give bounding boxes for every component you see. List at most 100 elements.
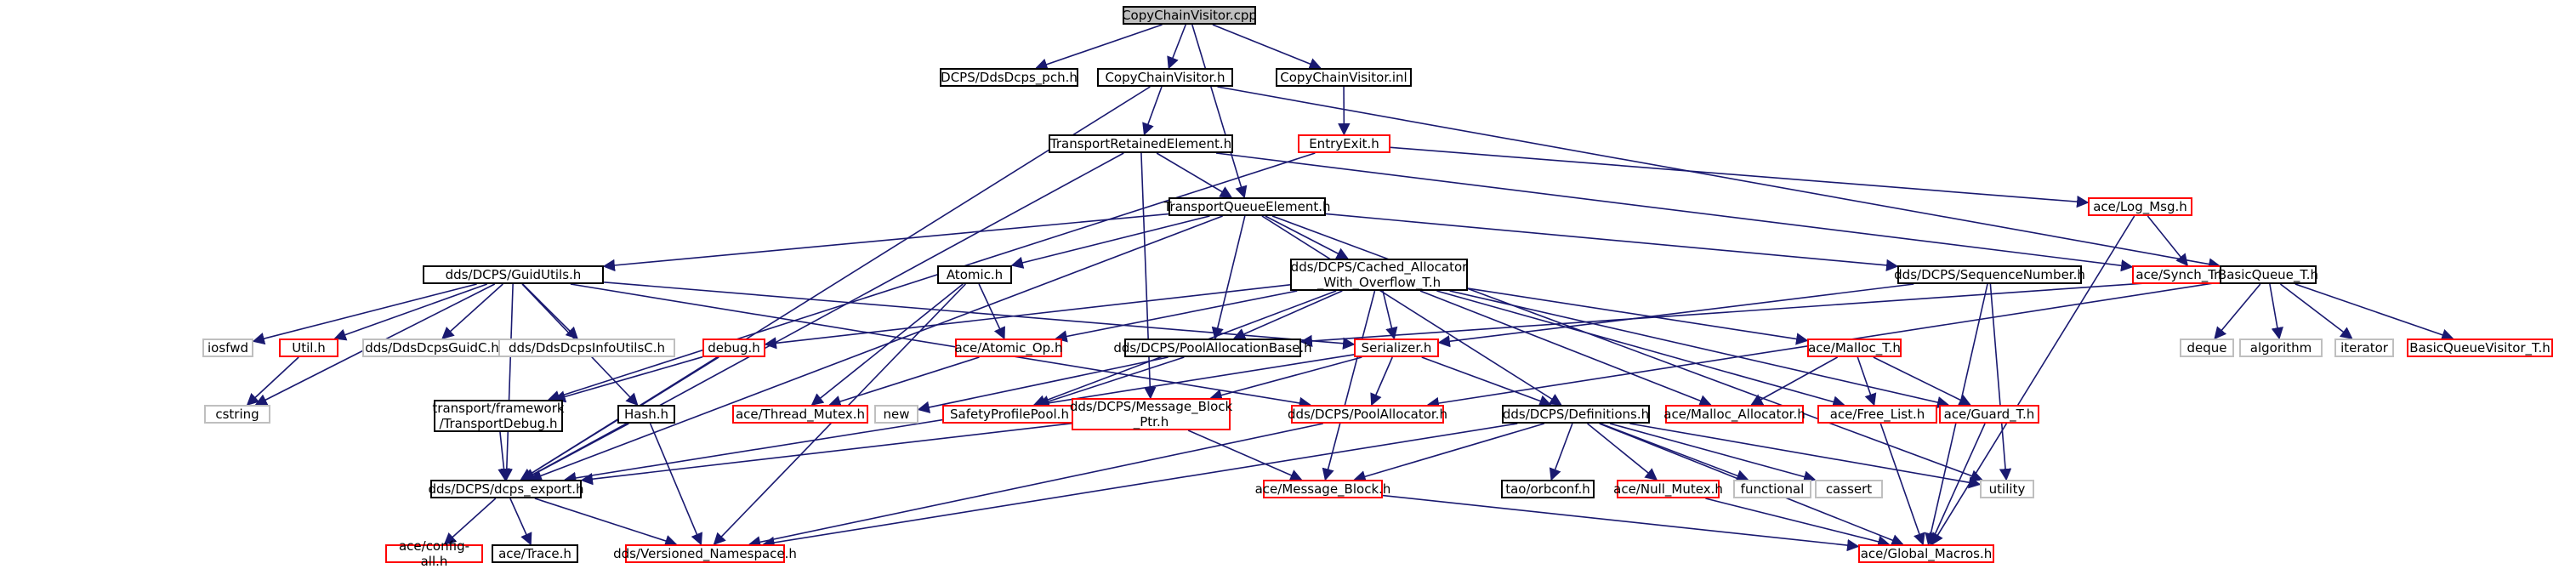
graph-node-dds-dcps-guidutils-h[interactable]: dds/DCPS/GuidUtils.h [423,265,604,284]
graph-node-ace-message-block-h[interactable]: ace/Message_Block.h [1263,480,1383,498]
edge-dds-dcps-message-block-ptr-h-to-ace-message-block-h [1188,430,1301,480]
graph-node-dds-dcps-dcps-export-h[interactable]: dds/DCPS/dcps_export.h [430,480,582,498]
edge-ace-free-list-h-to-ace-global-macros-h [1880,424,1923,544]
graph-node-transport-framework-transportdebug-h[interactable]: transport/framework /TransportDebug.h [434,400,563,432]
graph-node-cassert: cassert [1815,480,1883,498]
edge-basicqueue-t-h-to-iterator [2280,284,2351,339]
graph-node-ace-malloc-t-h[interactable]: ace/Malloc_T.h [1807,339,1902,357]
edge-basicqueue-t-h-to-deque [2215,284,2260,339]
graph-node-ace-thread-mutex-h[interactable]: ace/Thread_Mutex.h [732,405,868,424]
graph-node-copychainvisitor-inl[interactable]: CopyChainVisitor.inl [1276,68,1412,87]
edge-ace-malloc-t-h-to-ace-guard-t-h [1874,357,1970,405]
graph-node-ace-config-all-h[interactable]: ace/config-all.h [385,544,483,563]
edge-transportretainedelement-h-to-transportqueueelement-h [1157,153,1231,197]
edge-dds-dcps-cached-allocator-with-overflow-t-h-to-dds-dcps-poolallocationbase-h [1234,291,1342,339]
graph-node-dcps-ddsdcps-pch-h[interactable]: DCPS/DdsDcps_pch.h [940,68,1078,87]
graph-node-dds-dcps-poolallocator-h[interactable]: dds/DCPS/PoolAllocator.h [1291,405,1444,424]
graph-node-dds-ddsdcpsinfoutilsc-h: dds/DdsDcpsInfoUtilsC.h [498,339,675,357]
edge-transportqueueelement-h-to-dds-dcps-cached-allocator-with-overflow-t-h [1265,216,1348,259]
graph-node-ace-atomic-op-h[interactable]: ace/Atomic_Op.h [955,339,1062,357]
edge-dds-dcps-cached-allocator-with-overflow-t-h-to-ace-message-block-h [1325,291,1374,480]
edge-dds-dcps-dcps-export-h-to-ace-config-all-h [445,498,496,544]
edge-entryexit-h-to-ace-log-msg-h [1390,147,2088,202]
graph-node-cstring: cstring [204,405,270,424]
edge-ace-log-msg-h-to-ace-synch-traits-h [2147,216,2187,265]
graph-node-ace-malloc-allocator-h[interactable]: ace/Malloc_Allocator.h [1665,405,1804,424]
graph-node-new: new [874,405,918,424]
graph-node-ace-guard-t-h[interactable]: ace/Guard_T.h [1939,405,2039,424]
edge-copychainvisitor-h-to-basicqueue-t-h [1217,87,2220,266]
edge-ace-malloc-t-h-to-ace-free-list-h [1857,357,1874,405]
edge-dds-dcps-sequencenumber-h-to-serializer-h [1439,284,1914,343]
graph-node-dds-versioned-namespace-h[interactable]: dds/Versioned_Namespace.h [625,544,785,563]
edge-transport-framework-transportdebug-h-to-dds-dcps-dcps-export-h [500,432,505,480]
edge-dds-dcps-definitions-h-to-tao-orbconf-h [1551,424,1572,480]
edge-serializer-h-to-dds-dcps-definitions-h [1422,357,1550,405]
edge-dds-dcps-definitions-h-to-utility [1629,424,1980,484]
graph-node-serializer-h[interactable]: Serializer.h [1354,339,1439,357]
edge-dds-dcps-definitions-h-to-cassert [1610,424,1815,480]
graph-node-dds-ddsdcpsguidc-h: dds/DdsDcpsGuidC.h [362,339,502,357]
graph-node-functional: functional [1733,480,1811,498]
edge-dds-dcps-dcps-export-h-to-ace-trace-h [510,498,531,544]
edge-transportqueueelement-h-to-dds-dcps-poolallocationbase-h [1215,216,1245,339]
edge-atomic-h-to-ace-atomic-op-h [979,284,1004,339]
edge-copychainvisitor-cpp-to-copychainvisitor-inl [1213,25,1321,68]
graph-node-basicqueuevisitor-t-h[interactable]: BasicQueueVisitor_T.h [2407,339,2553,357]
graph-node-dds-dcps-cached-allocator-with-overflow-t-h[interactable]: dds/DCPS/Cached_Allocator _With_Overflow… [1290,259,1468,291]
graph-node-deque: deque [2180,339,2234,357]
graph-node-ace-trace-h[interactable]: ace/Trace.h [492,544,578,563]
edge-transportqueueelement-h-to-dds-dcps-guidutils-h [604,214,1169,267]
graph-node-ace-log-msg-h[interactable]: ace/Log_Msg.h [2088,197,2192,216]
edge-debug-h-to-transport-framework-transportdebug-h [554,357,702,400]
edge-copychainvisitor-h-to-transportretainedelement-h [1145,87,1162,134]
graph-node-debug-h[interactable]: debug.h [702,339,765,357]
graph-node-dds-dcps-poolallocationbase-h[interactable]: dds/DCPS/PoolAllocationBase.h [1124,339,1301,357]
edge-ace-null-mutex-h-to-ace-global-macros-h [1705,498,1889,544]
edge-transportqueueelement-h-to-dds-dcps-definitions-h [1262,216,1561,405]
edge-dds-dcps-poolallocator-h-to-dds-versioned-namespace-h [749,424,1323,544]
edge-dds-dcps-definitions-h-to-dds-versioned-namespace-h [764,424,1518,544]
graph-node-safetyprofilepool-h[interactable]: SafetyProfilePool.h [942,405,1077,424]
edge-basicqueue-t-h-to-algorithm [2270,284,2279,339]
graph-node-transportqueueelement-h[interactable]: TransportQueueElement.h [1169,197,1326,216]
graph-node-dds-dcps-definitions-h[interactable]: dds/DCPS/Definitions.h [1502,405,1650,424]
edge-copychainvisitor-cpp-to-copychainvisitor-h [1169,25,1186,68]
graph-node-ace-global-macros-h[interactable]: ace/Global_Macros.h [1858,544,1994,563]
edge-dds-dcps-sequencenumber-h-to-utility [1990,284,2006,480]
graph-node-atomic-h[interactable]: Atomic.h [937,265,1012,284]
graph-node-utility: utility [1980,480,2034,498]
graph-node-copychainvisitor-h[interactable]: CopyChainVisitor.h [1097,68,1233,87]
graph-node-dds-dcps-sequencenumber-h[interactable]: dds/DCPS/SequenceNumber.h [1897,265,2082,284]
edge-hash-h-to-dds-versioned-namespace-h [651,424,702,544]
graph-node-copychainvisitor-cpp[interactable]: CopyChainVisitor.cpp [1123,6,1256,25]
graph-node-basicqueue-t-h[interactable]: BasicQueue_T.h [2220,265,2317,284]
edge-copychainvisitor-cpp-to-dcps-ddsdcps-pch-h [1036,25,1162,68]
graph-node-iterator: iterator [2334,339,2394,357]
graph-node-ace-free-list-h[interactable]: ace/Free_List.h [1817,405,1937,424]
graph-node-entryexit-h[interactable]: EntryExit.h [1298,134,1390,153]
edge-util-h-to-cstring [247,357,299,405]
graph-node-iosfwd: iosfwd [202,339,253,357]
graph-node-util-h[interactable]: Util.h [279,339,338,357]
graph-node-transportretainedelement-h[interactable]: TransportRetainedElement.h [1049,134,1233,153]
graph-node-dds-dcps-message-block-ptr-h[interactable]: dds/DCPS/Message_Block _Ptr.h [1072,398,1231,430]
edge-serializer-h-to-dds-dcps-message-block-ptr-h [1211,357,1362,398]
edge-dds-dcps-guidutils-h-to-iosfwd [253,284,477,341]
edge-dds-dcps-cached-allocator-with-overflow-t-h-to-ace-malloc-allocator-h [1420,291,1711,405]
graph-node-hash-h[interactable]: Hash.h [617,405,675,424]
edge-copychainvisitor-cpp-to-transportqueueelement-h [1192,25,1244,197]
edge-entryexit-h-to-transport-framework-transportdebug-h [549,153,1315,400]
edge-basicqueue-t-h-to-basicqueuevisitor-t-h [2295,284,2453,339]
edge-ace-atomic-op-h-to-ace-thread-mutex-h [830,357,980,405]
graph-node-tao-orbconf-h[interactable]: tao/orbconf.h [1501,480,1595,498]
edge-dds-dcps-dcps-export-h-to-dds-versioned-namespace-h [535,498,676,544]
edge-ace-malloc-t-h-to-ace-malloc-allocator-h [1751,357,1837,405]
edge-serializer-h-to-dds-dcps-poolallocator-h [1372,357,1392,405]
edge-dds-dcps-definitions-h-to-ace-message-block-h [1355,424,1544,480]
edge-dds-dcps-guidutils-h-to-dds-ddsdcpsguidc-h [442,284,503,339]
edge-dds-dcps-guidutils-h-to-util-h [335,284,487,339]
edge-ace-message-block-h-to-ace-global-macros-h [1383,496,1858,547]
graph-node-ace-null-mutex-h[interactable]: ace/Null_Mutex.h [1617,480,1720,498]
